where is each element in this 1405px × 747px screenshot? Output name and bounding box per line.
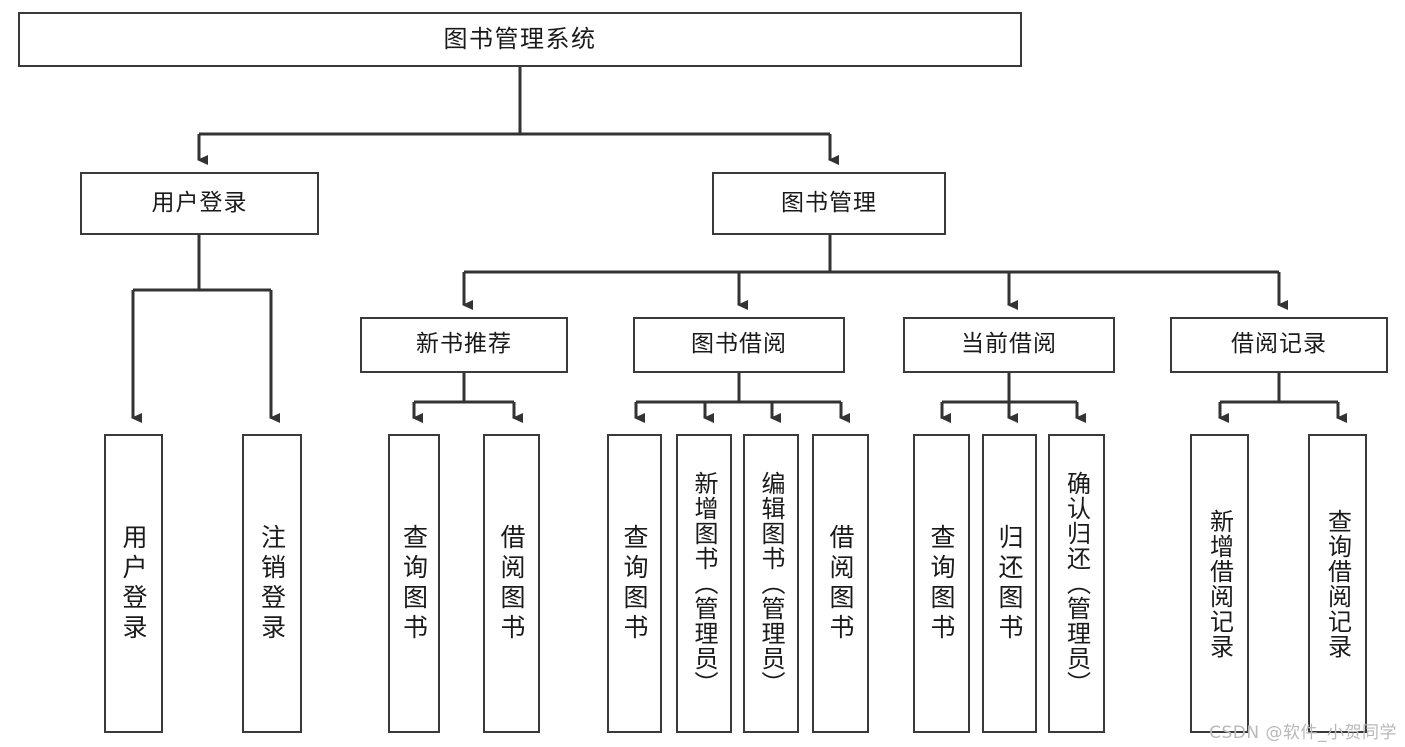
node-label: 查询图书 — [399, 523, 429, 644]
csdn-watermark: CSDN @软件_小贺同学 — [1209, 723, 1397, 743]
node-book-borrow[interactable]: 图书借阅 — [633, 317, 845, 373]
node-label: 查询图书 — [927, 523, 956, 644]
node-leaf-add-book-admin[interactable]: 新增图书（管理员） — [676, 434, 732, 733]
node-label: 查询借阅记录 — [1323, 508, 1352, 659]
node-label: 图书借阅 — [691, 331, 787, 358]
node-leaf-edit-book-admin[interactable]: 编辑图书（管理员） — [743, 434, 799, 733]
node-label: 借阅记录 — [1231, 331, 1327, 358]
node-label: 查询图书 — [620, 523, 649, 644]
node-leaf-user-login[interactable]: 用户登录 — [104, 434, 163, 733]
node-leaf-query-book-recommend[interactable]: 查询图书 — [388, 434, 440, 733]
node-new-book-recommend[interactable]: 新书推荐 — [360, 317, 568, 373]
node-root-system[interactable]: 图书管理系统 — [18, 12, 1022, 67]
node-label: 图书管理系统 — [443, 25, 597, 54]
node-leaf-add-borrow-record[interactable]: 新增借阅记录 — [1190, 434, 1249, 733]
node-label: 新增借阅记录 — [1205, 508, 1234, 659]
node-label: 新书推荐 — [416, 331, 512, 358]
node-leaf-query-borrow-record[interactable]: 查询借阅记录 — [1308, 434, 1367, 733]
node-leaf-borrow-book[interactable]: 借阅图书 — [812, 434, 869, 733]
node-book-management[interactable]: 图书管理 — [712, 172, 946, 235]
node-leaf-query-book-borrow[interactable]: 查询图书 — [607, 434, 662, 733]
node-label: 图书管理 — [781, 189, 877, 216]
node-label: 用户登录 — [151, 189, 248, 216]
node-label: 当前借阅 — [961, 331, 1057, 358]
node-leaf-user-logout[interactable]: 注销登录 — [242, 434, 302, 733]
node-leaf-borrow-book-recommend[interactable]: 借阅图书 — [483, 434, 540, 733]
node-borrow-record[interactable]: 借阅记录 — [1170, 317, 1388, 373]
node-label: 借阅图书 — [826, 523, 855, 644]
node-current-borrow[interactable]: 当前借阅 — [903, 317, 1115, 373]
node-leaf-query-book-current[interactable]: 查询图书 — [913, 434, 970, 733]
node-leaf-return-book[interactable]: 归还图书 — [982, 434, 1037, 733]
node-label: 归还图书 — [995, 523, 1024, 644]
node-label: 编辑图书（管理员） — [757, 471, 785, 696]
node-label: 注销登录 — [257, 523, 287, 644]
node-label: 新增图书（管理员） — [690, 471, 718, 696]
node-label: 确认归还（管理员） — [1062, 471, 1091, 696]
node-leaf-confirm-return-admin[interactable]: 确认归还（管理员） — [1048, 434, 1105, 733]
node-label: 借阅图书 — [497, 523, 526, 644]
node-user-login[interactable]: 用户登录 — [80, 172, 319, 235]
node-label: 用户登录 — [119, 523, 148, 644]
